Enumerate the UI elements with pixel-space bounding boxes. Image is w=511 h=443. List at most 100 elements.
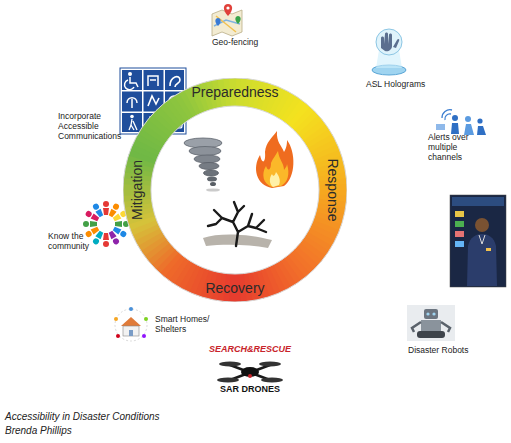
smart-home-icon: [114, 307, 148, 341]
poster-header: [452, 197, 504, 206]
symbol-tile: [122, 92, 142, 112]
drone-body: [241, 367, 259, 377]
community-circle: [83, 201, 129, 247]
cane-symbol: [129, 119, 137, 130]
house-wall: [123, 326, 139, 336]
map-pin: [235, 16, 240, 24]
sar-drone: [217, 362, 283, 383]
person-head: [85, 210, 93, 218]
ring-band: [123, 78, 347, 302]
phase-label: Response: [325, 158, 341, 221]
wheelchair-symbol: [128, 72, 132, 76]
disaster-robot: [407, 305, 455, 341]
photo-frame: [407, 305, 455, 341]
flame-outer: [256, 131, 293, 188]
tornado-band: [207, 177, 217, 182]
crack-lines: [208, 202, 266, 246]
signing-symbol: [148, 96, 159, 106]
person-body: [103, 233, 109, 240]
phone-symbol: [148, 76, 158, 86]
geofence-icon: [212, 4, 242, 36]
device-dot: [129, 307, 133, 311]
ring-edge: [151, 106, 319, 274]
drone-camera: [248, 374, 252, 378]
house-door: [129, 330, 133, 336]
person-head: [452, 115, 458, 121]
phase-ring: PreparednessResponseRecovery Mitigation: [123, 78, 347, 302]
device-orbit: [115, 309, 147, 341]
person-body: [115, 221, 122, 227]
drone-rotor: [219, 362, 241, 367]
poster-frame: [450, 195, 506, 287]
device-dot: [144, 317, 148, 321]
symbol-tile: [122, 70, 142, 90]
logo-text: SAR DRONES: [210, 384, 290, 394]
person-head: [477, 118, 482, 123]
author-name: Brenda Phillips: [5, 425, 205, 437]
tornado-band: [210, 182, 216, 186]
robot-head: [424, 309, 438, 319]
crack-illustration: [203, 202, 272, 248]
hearing-symbol: [170, 77, 180, 87]
responder-poster: [450, 195, 506, 287]
drone-rotor: [259, 362, 281, 367]
person-head: [83, 221, 89, 227]
robot-tracks: [417, 331, 445, 338]
sign-hand: [393, 39, 399, 48]
uniform-collar: [479, 235, 485, 244]
robot-arm: [412, 322, 450, 332]
robot-eye: [426, 312, 429, 315]
icon-label: Incorporate Accessible Communications: [58, 112, 125, 141]
cane-symbol: [130, 115, 134, 119]
wheelchair-symbol: [125, 77, 138, 90]
symbol-tile: [144, 70, 164, 90]
person-uniform: [467, 234, 497, 286]
phase-label: Recovery: [205, 280, 264, 296]
person-head: [112, 237, 120, 245]
person-body: [112, 213, 121, 222]
phase-label: Mitigation: [129, 160, 145, 220]
tornado-band: [199, 163, 219, 170]
tornado-illustration: [184, 138, 222, 192]
icon-label: Know the community: [48, 232, 96, 252]
person-body: [477, 126, 486, 135]
symbol-tile: [122, 113, 142, 132]
map-pin: [224, 4, 232, 16]
message-icon: [436, 124, 445, 130]
icon-label: Geo-fencing: [212, 38, 276, 48]
person-body: [95, 209, 104, 218]
person-body: [90, 221, 97, 227]
person-body: [91, 226, 100, 235]
poster-badge: [455, 231, 464, 237]
person-head: [103, 201, 109, 207]
drone-rotor: [261, 378, 283, 383]
robot-eye: [432, 312, 435, 315]
map-road: [216, 16, 236, 32]
person-head: [112, 203, 120, 211]
icon-label: Alerts over multiple channels: [428, 133, 480, 162]
uniform-patch: [486, 248, 491, 251]
person-head: [465, 116, 471, 122]
icon-label: Disaster Robots: [408, 346, 488, 356]
figure-caption: Accessibility in Disaster Conditions: [5, 411, 160, 422]
signal-waves: [442, 110, 452, 120]
house-roof: [121, 317, 141, 326]
holo-bubble: [376, 29, 402, 55]
map-pin-dot: [226, 6, 229, 9]
phase-label: Preparedness: [191, 84, 278, 100]
ring-edge: [123, 78, 347, 302]
map-pin: [215, 18, 220, 26]
tornado-band: [189, 147, 221, 156]
logo-text: SEARCH&RESCUE: [204, 344, 296, 354]
sign-hand: [381, 33, 392, 52]
poster-badge: [455, 241, 464, 247]
robot-body: [421, 320, 441, 331]
tornado-dust: [206, 188, 220, 191]
flame-core: [270, 172, 280, 187]
person-head: [475, 218, 489, 232]
flame-inner: [263, 151, 288, 187]
person-head: [85, 230, 93, 238]
person-head: [119, 230, 127, 238]
